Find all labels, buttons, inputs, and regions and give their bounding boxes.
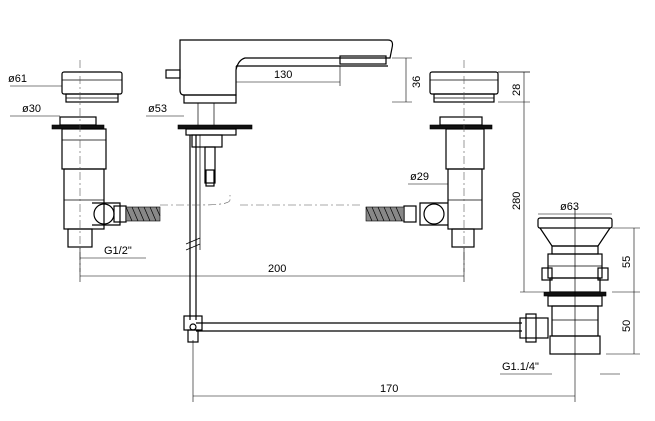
label-130: 130 [274,69,292,81]
label-50: 50 [621,320,633,332]
label-d53: ø53 [148,103,167,115]
label-d63: ø63 [560,201,579,213]
label-280: 280 [511,192,523,210]
label-200: 200 [268,263,286,275]
left-valve [51,60,161,272]
label-28: 28 [511,84,523,96]
label-170: 170 [380,383,398,395]
label-g114: G1.1/4" [502,361,539,373]
right-valve [365,60,499,272]
label-g12: G1/2" [104,245,132,257]
centerline-horizontal [160,195,360,206]
dimensions [10,57,640,402]
label-55: 55 [621,256,633,268]
spout [165,39,394,320]
label-d61: ø61 [8,73,27,85]
pull-rod [183,315,522,343]
label-d30: ø30 [22,103,41,115]
drain-assembly [519,208,613,360]
label-d29: ø29 [410,171,429,183]
label-36: 36 [411,76,423,88]
